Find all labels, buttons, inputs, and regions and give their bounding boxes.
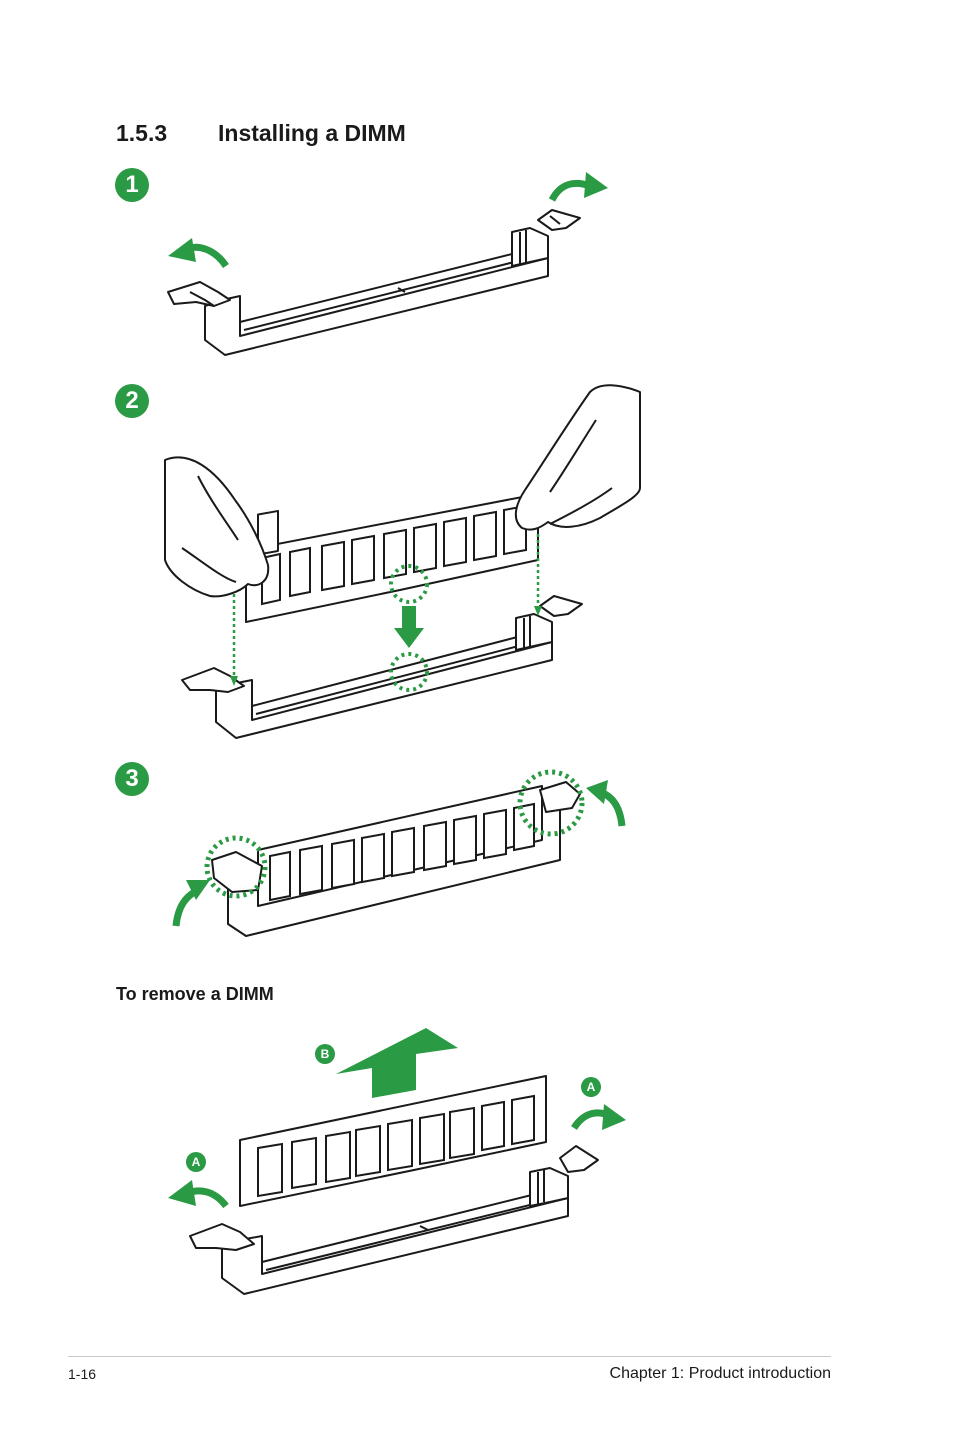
remove-heading: To remove a DIMM: [116, 984, 274, 1004]
curved-arrow-head: [584, 172, 608, 198]
curved-arrow-icon: [571, 1109, 612, 1131]
curved-arrow-head: [602, 1104, 626, 1130]
dotted-circle-icon: [389, 564, 429, 604]
curved-arrow-icon: [184, 1187, 229, 1209]
dimm-module: [245, 493, 539, 623]
curved-arrow-head: [586, 780, 608, 804]
curved-arrow-head: [168, 1180, 196, 1206]
down-arrow-head: [230, 676, 238, 686]
dimm-chips: [257, 1094, 535, 1198]
dimm-chips: [269, 802, 535, 902]
dotted-circle-icon: [517, 769, 585, 837]
curved-arrow-head: [186, 880, 210, 900]
label-a-left-badge: A: [186, 1152, 206, 1172]
step-2-badge: 2: [115, 384, 149, 418]
curved-arrow-icon: [184, 243, 229, 269]
latch-closed: [211, 781, 581, 893]
curved-arrow-icon: [548, 179, 592, 202]
curved-arrow-icon: [172, 886, 200, 927]
dimm-slot-locked: [227, 785, 561, 937]
up-arrow-icon: [336, 1028, 458, 1098]
dimm-slot-open: [167, 209, 581, 356]
down-arrow-head: [534, 606, 542, 616]
dimm-slot-open: [189, 1145, 599, 1295]
dimm-module: [239, 1075, 547, 1207]
section-number: 1.5.3: [116, 120, 168, 146]
curved-arrow-head: [168, 238, 196, 262]
dimm-chips: [261, 504, 527, 606]
dotted-circle-icon: [204, 835, 268, 899]
dotted-circle-icon: [389, 652, 429, 692]
down-arrow-icon: [394, 606, 424, 648]
step-3-badge: 3: [115, 762, 149, 796]
dimm-slot-open: [181, 595, 583, 739]
footer-rule: [68, 1356, 831, 1357]
label-a-right-badge: A: [581, 1077, 601, 1097]
step-1-badge: 1: [115, 168, 149, 202]
alignment-guides: [232, 534, 540, 680]
curved-arrow-icon: [598, 788, 626, 827]
page-number: 1-16: [68, 1366, 97, 1382]
chapter-title: Chapter 1: Product introduction: [609, 1365, 831, 1382]
section-title: Installing a DIMM: [218, 120, 406, 146]
hand-icon: [164, 384, 641, 598]
label-b-badge: B: [315, 1044, 335, 1064]
